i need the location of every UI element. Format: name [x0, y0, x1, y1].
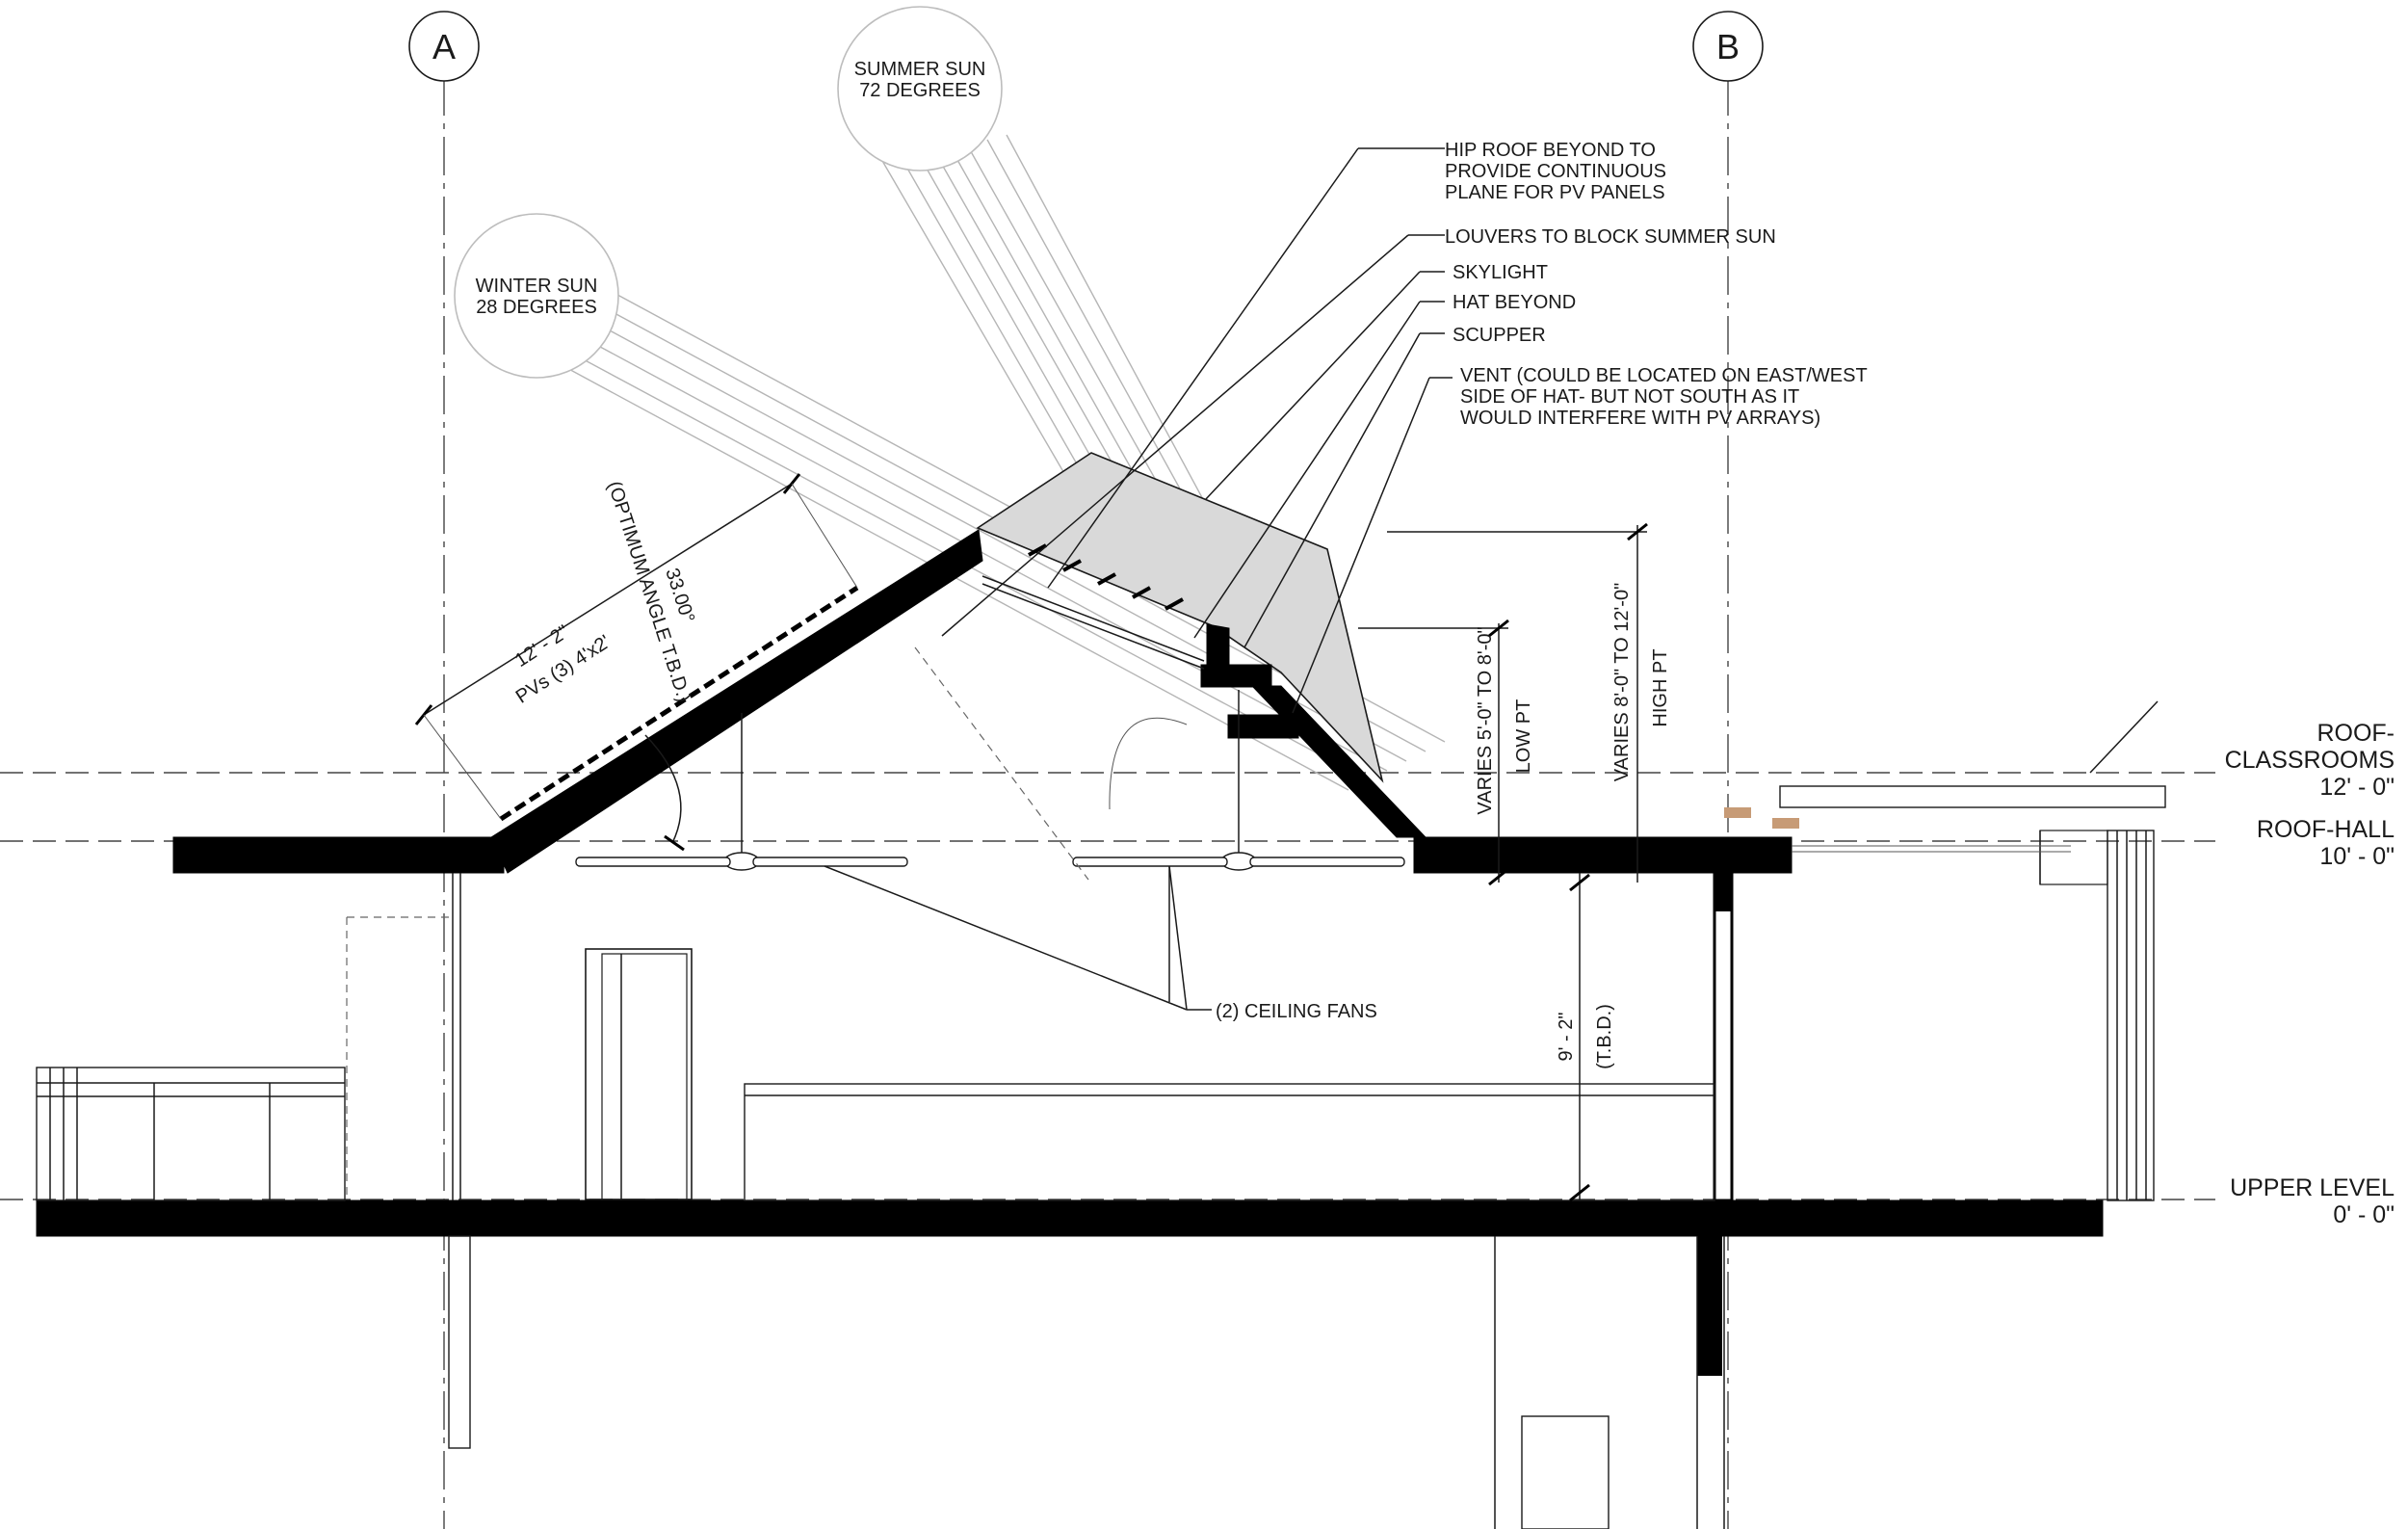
level-lines	[0, 772, 2215, 1200]
winter-sun: WINTER SUN 28 DEGREES	[454, 213, 619, 379]
vent-label-1: VENT (COULD BE LOCATED ON EAST/WEST	[1460, 365, 1868, 386]
grid-label-b: B	[1716, 27, 1740, 66]
roof-classrooms-elevation: 12' - 0"	[2319, 774, 2395, 801]
hip-roof-label-3: PLANE FOR PV PANELS	[1445, 182, 1665, 203]
pv-panel-array	[499, 585, 859, 822]
vent-label-3: WOULD INTERFERE WITH PV ARRAYS)	[1460, 408, 1820, 429]
scupper-label: SCUPPER	[1453, 325, 1546, 346]
column-below	[1697, 1236, 1722, 1376]
ceiling-height-note: (T.B.D.)	[1594, 1004, 1615, 1069]
upper-level-floor-slab	[36, 1199, 2104, 1237]
low-pt-label: LOW PT	[1513, 699, 1534, 774]
column-grid-b	[1713, 871, 1734, 1202]
roof-hall-elevation: 10' - 0"	[2319, 843, 2395, 870]
skylight-label: SKYLIGHT	[1453, 262, 1548, 283]
dimension-lines	[414, 473, 1648, 1202]
grid-bubble-b: B	[1692, 11, 1764, 82]
leader-lines	[824, 147, 2159, 1011]
ceiling-fans-label: (2) CEILING FANS	[1216, 1001, 1377, 1022]
summer-sun-degrees: 72 DEGREES	[859, 80, 981, 101]
callout-labels: HIP ROOF BEYOND TO PROVIDE CONTINUOUS PL…	[1216, 140, 1868, 1022]
grid-bubble-a: A	[408, 11, 480, 82]
winter-sun-label: WINTER SUN	[476, 276, 598, 297]
winter-sun-degrees: 28 DEGREES	[476, 297, 597, 318]
high-pt-label: HIGH PT	[1650, 648, 1671, 726]
grid-lines	[443, 77, 1729, 1529]
upper-level-label: UPPER LEVEL	[2230, 1174, 2395, 1201]
upper-level-elevation: 0' - 0"	[2333, 1201, 2395, 1228]
hip-roof-label-2: PROVIDE CONTINUOUS	[1445, 161, 1666, 182]
roof-structure	[172, 529, 1793, 874]
roof-classrooms-label-1: ROOF-	[2316, 720, 2395, 747]
louvers-label: LOUVERS TO BLOCK SUMMER SUN	[1445, 226, 1776, 248]
summer-sun: SUMMER SUN 72 DEGREES	[837, 6, 1003, 171]
summer-sun-label: SUMMER SUN	[854, 59, 986, 80]
ceiling-height-dimension: 9' - 2"	[1556, 1013, 1577, 1062]
ceiling-fan-left	[575, 713, 908, 871]
interior-elements	[36, 785, 2166, 1529]
hip-roof-label-1: HIP ROOF BEYOND TO	[1445, 140, 1656, 161]
grid-label-a: A	[432, 27, 456, 66]
ceiling-fan-right	[1072, 690, 1405, 871]
roof-classrooms-label-2: CLASSROOMS	[2225, 747, 2395, 774]
level-labels: ROOF- CLASSROOMS 12' - 0" ROOF-HALL 10' …	[2225, 720, 2395, 1228]
low-pt-dimension: VARIES 5'-0" TO 8'-0"	[1475, 626, 1496, 814]
roof-hall-label: ROOF-HALL	[2257, 816, 2395, 843]
high-pt-dimension: VARIES 8'-0" TO 12'-0"	[1611, 583, 1633, 781]
hat-beyond-label: HAT BEYOND	[1453, 292, 1576, 313]
vent-label-2: SIDE OF HAT- BUT NOT SOUTH AS IT	[1460, 386, 1799, 408]
